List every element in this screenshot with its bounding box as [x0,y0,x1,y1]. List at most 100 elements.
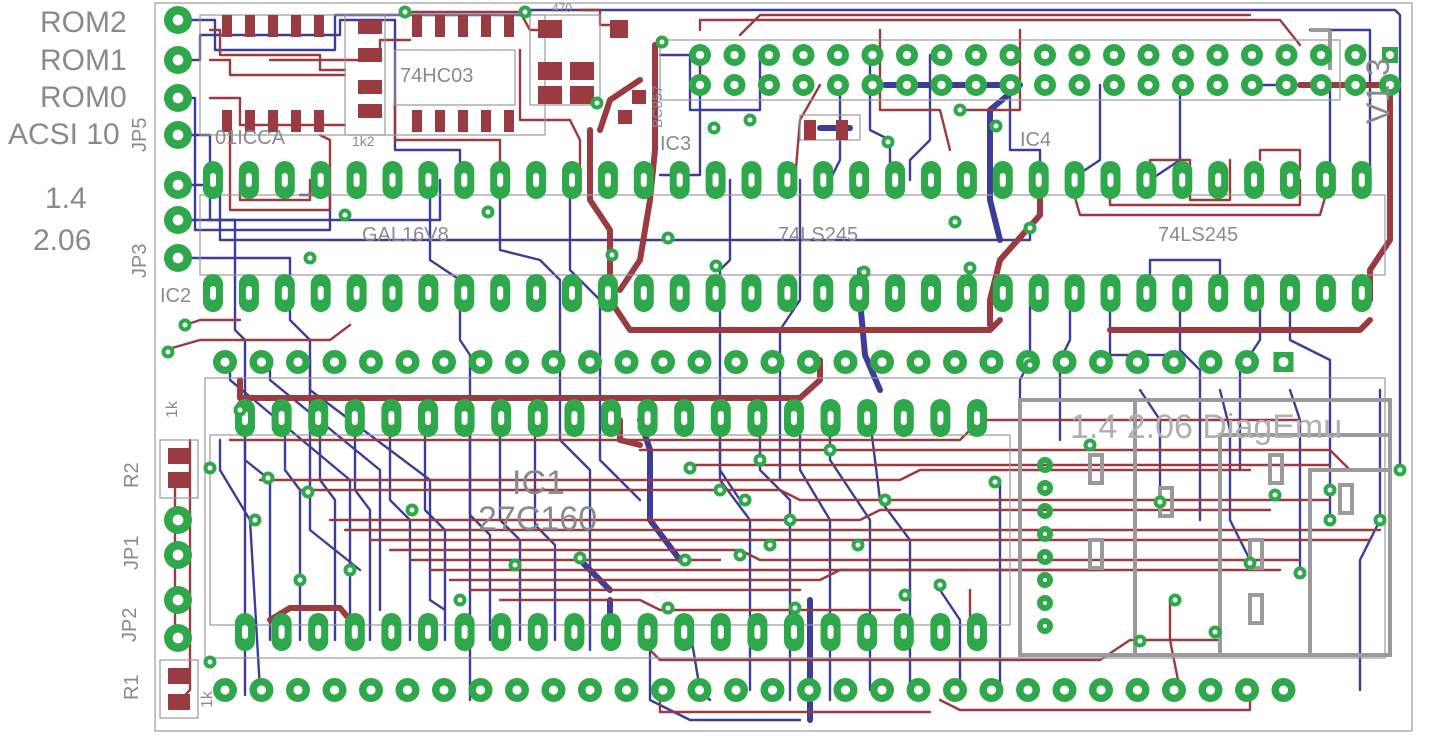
jp5-label: JP5 [129,117,151,152]
header-pin-drill [937,80,946,90]
socket-pin-drill [1096,357,1106,367]
socket-pin-drill [512,357,522,367]
ic-pin-drill [748,286,755,300]
ic-pin-drill [1358,173,1365,187]
ic-pin-drill [820,286,827,300]
via-drill [659,39,665,45]
header-pin-drill [971,80,981,90]
socket-pin-drill [548,357,559,367]
via-drill [1397,467,1403,473]
header-pin-drill [764,80,774,90]
via-drill [717,487,723,493]
jp2-label: JP2 [119,607,141,642]
header-pin-drill [1178,80,1188,90]
header-pin-drill [1109,80,1119,90]
ic1-pin-drill [937,625,944,639]
via-drill [297,577,303,583]
rom0-label: ROM0 [40,81,127,114]
socket-pin-drill [913,685,924,695]
ic-pin-drill [820,173,827,187]
socket-pin-drill [439,685,449,695]
ic-pin-drill [1071,173,1078,187]
via-drill [165,349,171,355]
via-drill [485,209,491,215]
ic1-pin-drill [498,625,505,639]
ic1-pin-drill [388,411,395,425]
via-drill [342,212,348,218]
rom1-label: ROM1 [40,44,127,77]
header-pin-drill [695,80,705,90]
header-pin-drill [730,50,739,60]
module-header [1037,457,1053,634]
ic-pin-drill [317,173,324,187]
ic-pin-drill [533,286,540,300]
ic-pin-drill [425,286,432,300]
socket-pin-drill [293,685,303,695]
ic-pin-drill [712,286,719,300]
ic1-pin-drill [937,411,944,425]
socket-pin-drill [256,685,267,695]
smd-pads [168,15,848,710]
ic-pin-drill [784,286,791,300]
ic-pin-drill [1287,173,1293,187]
header-pin-drill [1247,50,1257,60]
socket-pin-drill [512,685,522,695]
socket-pin-drill [329,357,340,367]
ic1-pin-drill [974,625,980,639]
socket-pin-drill [731,357,741,367]
ic1-pin-drill [717,625,724,639]
via-drill [937,582,943,588]
ic-pin-drill [461,286,468,300]
version-2-06-label: 2.06 [33,224,92,257]
via-drill [409,507,415,513]
ic-pin-drill [963,173,970,187]
ic1-pin-drill [351,411,358,425]
via-drill [307,255,313,261]
via-drill [882,497,888,503]
socket-pin-drill [840,685,851,695]
ic-pin-drill [1322,173,1329,187]
ic-pin-drill [1251,286,1258,300]
ic1-pin-drill [315,625,322,639]
ic1-pin-drill [534,411,541,425]
via-drill [902,592,908,598]
header-pin-drill [1040,80,1050,90]
via-drill [522,9,528,15]
ic-pin-drill [281,173,288,187]
header-pin-drill [1282,80,1291,90]
via-drill [1212,629,1218,635]
via-drill [767,542,773,548]
ic-pin-drill [317,286,324,300]
ic-pin-drill [533,173,540,187]
ic-pin-drill [245,286,252,300]
via-drill [665,605,671,611]
via-drill [1247,560,1253,566]
r2-label: R2 [121,462,143,488]
ic1-pin-drill [425,625,431,639]
header-pin-drill [1316,80,1326,90]
ic1-pin-drill [900,625,907,639]
via-drill [885,139,891,145]
header-pin-drill [1178,50,1188,60]
via-drill [713,263,719,269]
via-drill [827,447,833,453]
header-pin-drill [1075,50,1084,60]
ic1-pin-drill [461,411,468,425]
ic-pin-drill [1251,173,1258,187]
header-pin-drill [833,80,843,90]
via-drill [1327,487,1333,493]
header-pin-drill [1006,80,1015,90]
socket-pin-drill [950,357,960,367]
socket-pin-drill [402,357,413,367]
socket-pin-drill [621,357,632,367]
through-hole-pads [161,5,1407,702]
via-drill [609,252,615,258]
ic-pin-drill [604,286,611,300]
socket-pin-drill [1242,685,1252,695]
socket-pin-drill [877,357,887,367]
via-drill [957,107,963,113]
socket-pin-drill [731,685,741,695]
via-drill [1087,442,1093,448]
header-pin-drill [1109,50,1119,60]
socket-pin-drill [1059,685,1070,695]
